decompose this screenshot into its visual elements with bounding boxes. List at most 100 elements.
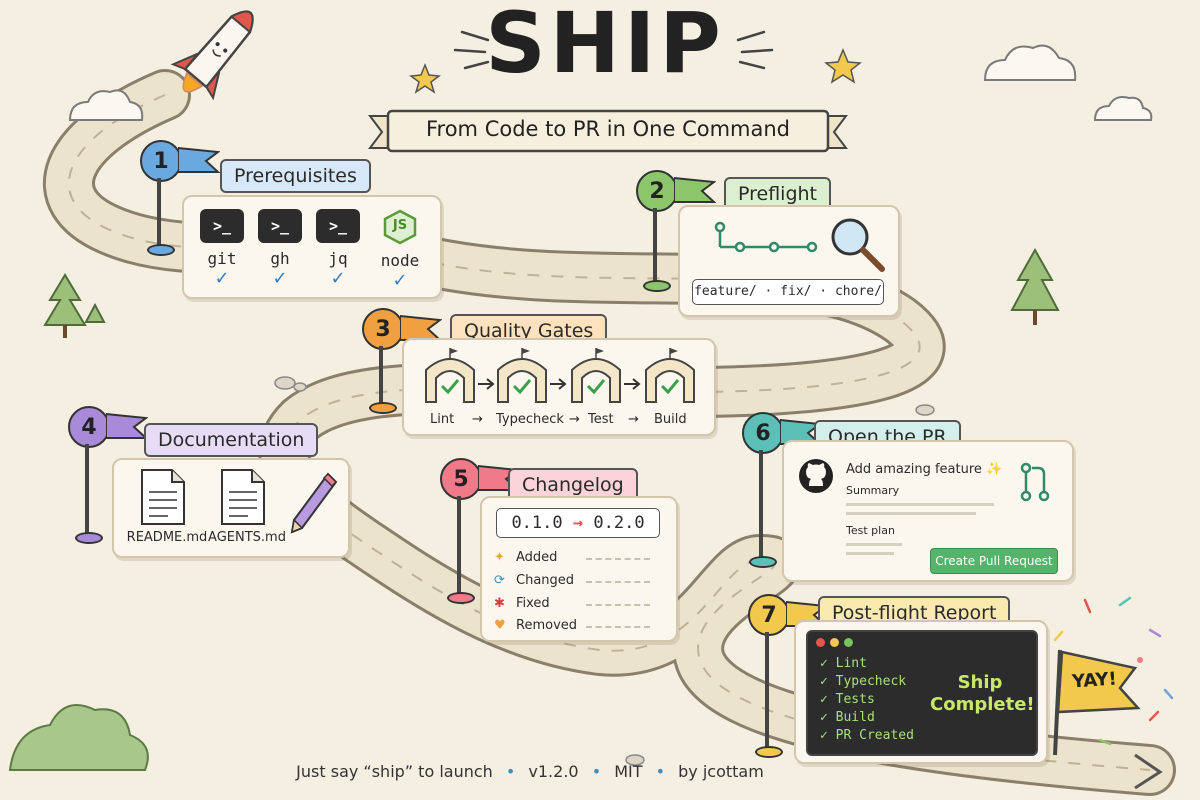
arrow-icon — [478, 378, 495, 390]
version-bump: 0.1.0 → 0.2.0 — [496, 508, 660, 538]
step-2-pennant-icon — [674, 176, 716, 203]
create-pull-request-button[interactable]: Create Pull Request — [930, 548, 1058, 574]
changelog-removed: ♥ Removed — [494, 618, 650, 633]
gate-icon — [425, 348, 475, 403]
pencil-icon — [290, 472, 338, 534]
terminal-icon: >_ — [200, 209, 244, 243]
magnifier-icon — [831, 218, 885, 272]
step-1-card: >_ git ✓ >_ gh ✓ >_ jq ✓ JS node ✓ — [182, 195, 442, 299]
version-from: 0.1.0 — [511, 513, 563, 533]
star-icon-right — [824, 48, 862, 84]
footer-separator: • — [505, 762, 516, 781]
rocket-icon — [170, 10, 254, 101]
gate-label-typecheck: Typecheck — [496, 412, 564, 427]
check-icon: ✓ — [214, 268, 230, 289]
check-row: ✓ PR Created — [820, 728, 914, 743]
footer-separator: • — [591, 762, 602, 781]
step-4-number: 4 — [68, 406, 110, 448]
step-7-number: 7 — [748, 594, 790, 636]
github-icon — [799, 459, 833, 493]
postflight-checks: ✓ Lint ✓ Typecheck ✓ Tests ✓ Build ✓ PR … — [820, 656, 914, 746]
subtitle: From Code to PR in One Command — [425, 117, 790, 141]
tool-name: jq — [328, 249, 348, 268]
changelog-added: ✦ Added — [494, 550, 650, 565]
step-5-number: 5 — [440, 458, 482, 500]
check-icon: ✓ — [272, 268, 288, 289]
tool-node: JS node ✓ — [370, 209, 430, 291]
step-5-card: 0.1.0 → 0.2.0 ✦ Added ⟳ Changed ✱ Fixed … — [480, 496, 678, 642]
check-icon: ✓ — [330, 268, 346, 289]
footer-author: by jcottam — [678, 762, 764, 781]
arrow-icon — [624, 378, 641, 390]
footer-tagline: Just say “ship” to launch — [296, 762, 493, 781]
footer: Just say “ship” to launch • v1.2.0 • MIT… — [250, 762, 810, 781]
document-icon-agents — [221, 469, 265, 525]
tool-name: git — [207, 249, 237, 268]
nodejs-icon: JS — [382, 209, 418, 245]
cloud-right — [983, 44, 1077, 81]
step-7-card: ✓ Lint ✓ Typecheck ✓ Tests ✓ Build ✓ PR … — [794, 620, 1048, 764]
subtitle-ribbon — [368, 109, 848, 153]
gate-icon — [571, 348, 621, 403]
check-icon: ✓ — [392, 270, 408, 291]
tool-name: gh — [270, 249, 290, 268]
page-title: SHIP — [485, 0, 725, 92]
footer-separator: • — [655, 762, 666, 781]
rocks — [274, 376, 935, 766]
changelog-entry: Added — [516, 550, 558, 565]
gate-label-test: Test — [588, 412, 614, 427]
arrow-icon: → — [572, 513, 584, 533]
road-arrow — [1134, 753, 1163, 790]
step-1-number: 1 — [140, 140, 182, 182]
window-dot-yellow-icon — [830, 638, 839, 647]
terminal-icon: >_ — [316, 209, 360, 243]
pr-title: Add amazing feature ✨ — [846, 462, 1003, 477]
step-6-number: 6 — [742, 412, 784, 454]
step-4-label: Documentation — [144, 423, 319, 457]
arrow-icon: → — [472, 412, 483, 427]
version-to: 0.2.0 — [593, 513, 645, 533]
file-agents: AGENTS.md — [208, 530, 286, 545]
bush-bottom-left — [8, 704, 149, 771]
check-row: ✓ Tests — [820, 692, 875, 707]
gate-label-lint: Lint — [430, 412, 455, 427]
bug-icon: ✱ — [494, 596, 505, 611]
document-icon-readme — [141, 469, 185, 525]
tool-name: node — [380, 251, 420, 270]
yay-text: YAY! — [1071, 668, 1118, 693]
confetti — [1053, 596, 1174, 746]
tool-gh: >_ gh ✓ — [250, 209, 310, 289]
cloud-left — [68, 89, 144, 121]
title-sparkle-lines — [453, 30, 774, 70]
terminal-window: ✓ Lint ✓ Typecheck ✓ Tests ✓ Build ✓ PR … — [806, 630, 1038, 756]
gate-icon — [645, 348, 695, 403]
step-3-number: 3 — [362, 308, 404, 350]
arrow-icon — [550, 378, 567, 390]
step-1-pennant-icon — [178, 146, 220, 173]
step-3-pennant-icon — [400, 314, 442, 341]
check-row: ✓ Build — [820, 710, 875, 725]
step-3-card: Lint → Typecheck → Test → Build — [402, 338, 716, 436]
changelog-entry: Removed — [516, 618, 578, 633]
window-dot-green-icon — [844, 638, 853, 647]
tool-git: >_ git ✓ — [192, 209, 252, 289]
arrow-icon: → — [628, 412, 639, 427]
footer-license: MIT — [614, 762, 643, 781]
changelog-entry: Changed — [516, 573, 575, 588]
check-row: ✓ Typecheck — [820, 674, 907, 689]
gate-icon — [497, 348, 547, 403]
tree-left — [43, 273, 106, 338]
yay-flag-icon — [1053, 649, 1141, 756]
tool-jq: >_ jq ✓ — [308, 209, 368, 289]
arrow-icon: → — [569, 412, 580, 427]
window-dot-red-icon — [816, 638, 825, 647]
gate-label-build: Build — [654, 412, 687, 427]
star-icon-left — [409, 62, 441, 94]
changelog-changed: ⟳ Changed — [494, 573, 650, 588]
footer-version: v1.2.0 — [528, 762, 579, 781]
step-1-label: Prerequisites — [220, 159, 371, 193]
file-readme: README.md — [126, 530, 208, 545]
sparkle-icon: ✦ — [494, 550, 505, 565]
cloud-right-small — [1093, 96, 1153, 121]
gate-pipeline — [425, 348, 695, 403]
